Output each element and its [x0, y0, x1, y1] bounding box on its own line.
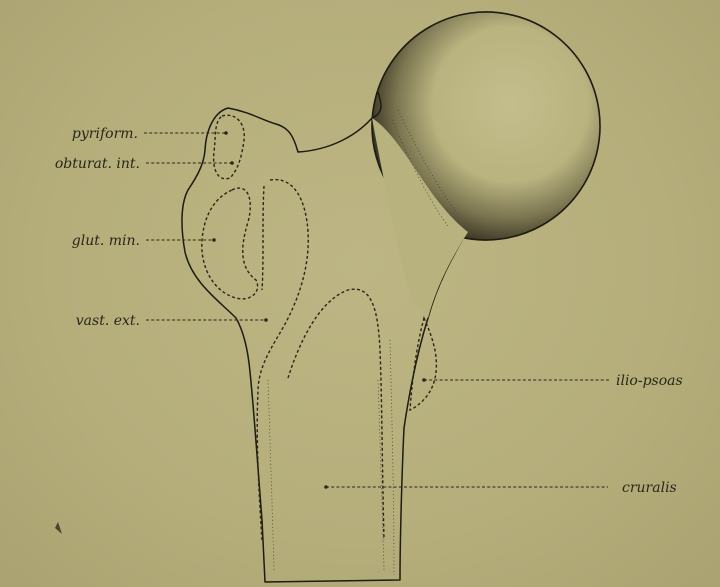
- leader-dot-cruralis: [324, 485, 328, 489]
- vast-ext-attachment: [257, 180, 308, 540]
- glut-min-attachment: [202, 188, 258, 299]
- shaft-shading-left: [268, 380, 274, 570]
- speck-mark: [55, 522, 62, 534]
- leader-dot-ilio: [422, 378, 426, 382]
- vast-ext-inner: [262, 186, 264, 290]
- label-vast: vast. ext.: [76, 313, 140, 329]
- leader-dot-glut: [212, 238, 216, 242]
- leader-dot-pyriform: [224, 131, 228, 135]
- leader-dot-obturat: [230, 161, 234, 165]
- label-glut: glut. min.: [72, 233, 140, 249]
- label-ilio: ilio-psoas: [616, 373, 683, 389]
- label-pyriform: pyriform.: [72, 126, 138, 142]
- pyriform-attachment: [214, 115, 245, 179]
- leader-dot-vast: [264, 318, 268, 322]
- shaft-shading-right-2: [390, 340, 394, 575]
- cruralis-attachment: [288, 289, 384, 540]
- label-cruralis: cruralis: [622, 480, 677, 496]
- label-obturat: obturat. int.: [55, 156, 140, 172]
